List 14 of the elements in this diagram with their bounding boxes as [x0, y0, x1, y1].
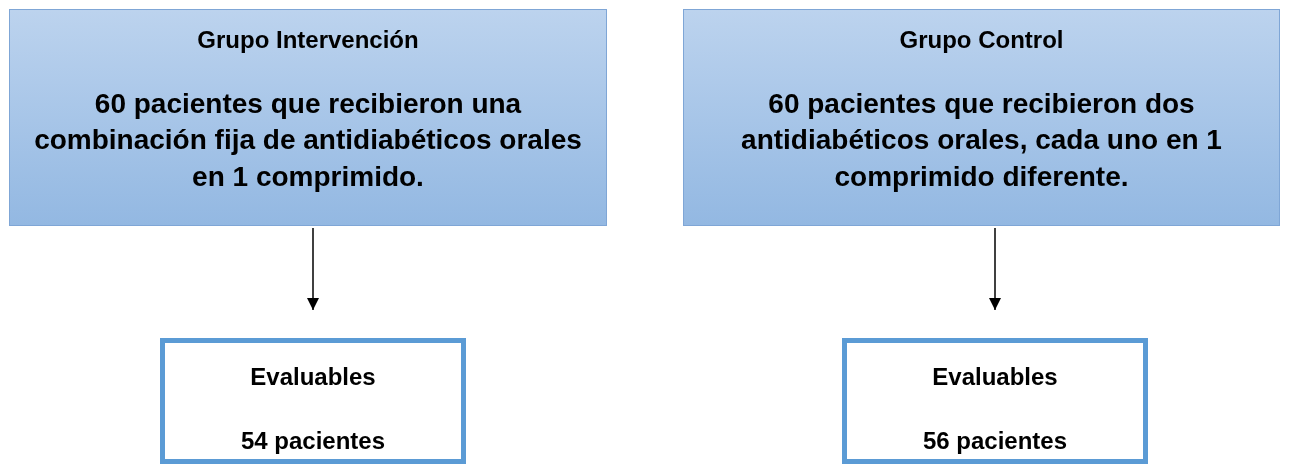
arrow: [989, 227, 1001, 311]
box-text: 54 pacientes: [240, 426, 386, 456]
arrow: [307, 227, 319, 311]
result-box: [842, 338, 1148, 464]
box-text: 56 pacientes: [922, 426, 1068, 456]
box-heading: Evaluables: [932, 362, 1058, 392]
result-box: [160, 338, 466, 464]
group-box: [683, 9, 1280, 226]
group-box: [9, 9, 607, 226]
box-heading: Grupo Control: [899, 25, 1064, 55]
box-heading: Grupo Intervención: [197, 25, 419, 55]
box-text: 60 pacientes que recibieron una combinación fija de antidiabéticos orales en 1 comprimido.: [33, 87, 583, 194]
box-text: 60 pacientes que recibieron dos antidiabéticos orales, cada uno en 1 comprimido diferente.: [740, 87, 1223, 194]
box-heading: Evaluables: [250, 362, 376, 392]
